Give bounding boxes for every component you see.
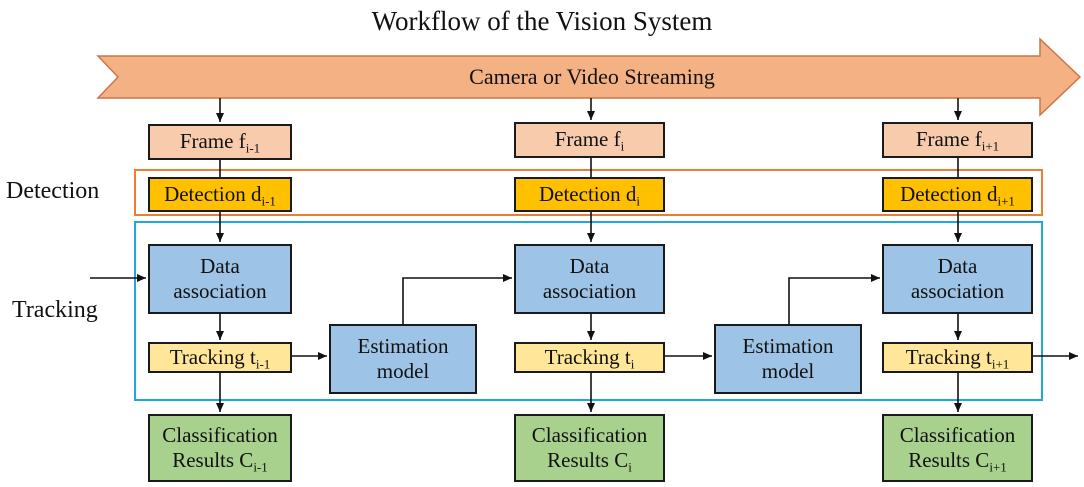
detection-group-frame bbox=[134, 169, 1043, 216]
estimation-line2-1: model bbox=[376, 359, 430, 383]
tracking-label-2: Tracking ti bbox=[544, 344, 635, 372]
frame-label-3: Frame fi+1 bbox=[915, 127, 1000, 154]
tracking-label-3: Tracking ti+1 bbox=[905, 344, 1010, 372]
diagram-title: Workflow of the Vision System bbox=[371, 6, 713, 36]
estimation-box-2: Estimation model bbox=[714, 324, 862, 394]
association-box-2: Data association bbox=[514, 244, 665, 314]
frame-label-1: Frame fi-1 bbox=[179, 129, 261, 156]
estimation-line1-1: Estimation bbox=[357, 333, 449, 358]
detection-label-3: Detection di+1 bbox=[900, 181, 1015, 209]
estimation-box-1: Estimation model bbox=[329, 324, 477, 394]
stream-arrow bbox=[96, 37, 1082, 117]
classification-box-3: Classification Results Ci+1 bbox=[882, 414, 1033, 482]
estimation-line2-2: model bbox=[761, 359, 815, 383]
classification-line1-2: Classification bbox=[531, 422, 648, 447]
tracking-group-frame bbox=[134, 221, 1043, 401]
frame-box-2: Frame fi bbox=[514, 122, 665, 158]
frame-box-1: Frame fi-1 bbox=[148, 124, 292, 160]
association-line2-1: association bbox=[173, 279, 267, 303]
classification-box-1: Classification Results Ci-1 bbox=[148, 414, 292, 482]
association-line1-3: Data bbox=[937, 253, 978, 278]
classification-line1-1: Classification bbox=[162, 422, 278, 447]
association-box-1: Data association bbox=[148, 244, 292, 314]
tracking-box-3: Tracking ti+1 bbox=[882, 342, 1033, 373]
detection-label-1: Detection di-1 bbox=[164, 181, 276, 209]
arrow-estimation-2-to-association-3 bbox=[788, 274, 880, 324]
detection-box-1: Detection di-1 bbox=[148, 177, 292, 212]
tracking-row-label: Tracking bbox=[12, 297, 98, 323]
arrow-estimation-1-to-association-2 bbox=[402, 274, 512, 324]
tracking-label-1: Tracking ti-1 bbox=[169, 344, 271, 372]
classification-line2-1: Results Ci-1 bbox=[172, 448, 268, 475]
association-box-3: Data association bbox=[882, 244, 1033, 314]
detection-row-label: Detection bbox=[6, 178, 100, 204]
tracking-box-1: Tracking ti-1 bbox=[148, 342, 292, 373]
tracking-box-2: Tracking ti bbox=[514, 342, 665, 373]
frame-box-3: Frame fi+1 bbox=[882, 122, 1033, 158]
association-line1-1: Data bbox=[200, 253, 240, 278]
association-line1-2: Data bbox=[569, 253, 610, 278]
classification-line2-3: Results Ci+1 bbox=[908, 448, 1007, 475]
classification-line2-2: Results Ci bbox=[547, 448, 632, 475]
classification-line1-3: Classification bbox=[899, 422, 1016, 447]
detection-box-3: Detection di+1 bbox=[882, 177, 1033, 212]
detection-box-2: Detection di bbox=[514, 177, 665, 212]
frame-label-2: Frame fi bbox=[554, 127, 625, 154]
stream-label: Camera or Video Streaming bbox=[469, 64, 715, 89]
classification-box-2: Classification Results Ci bbox=[514, 414, 665, 482]
association-line2-3: association bbox=[910, 279, 1005, 303]
estimation-line1-2: Estimation bbox=[742, 333, 834, 358]
detection-label-2: Detection di bbox=[538, 181, 640, 209]
association-line2-2: association bbox=[542, 279, 637, 303]
